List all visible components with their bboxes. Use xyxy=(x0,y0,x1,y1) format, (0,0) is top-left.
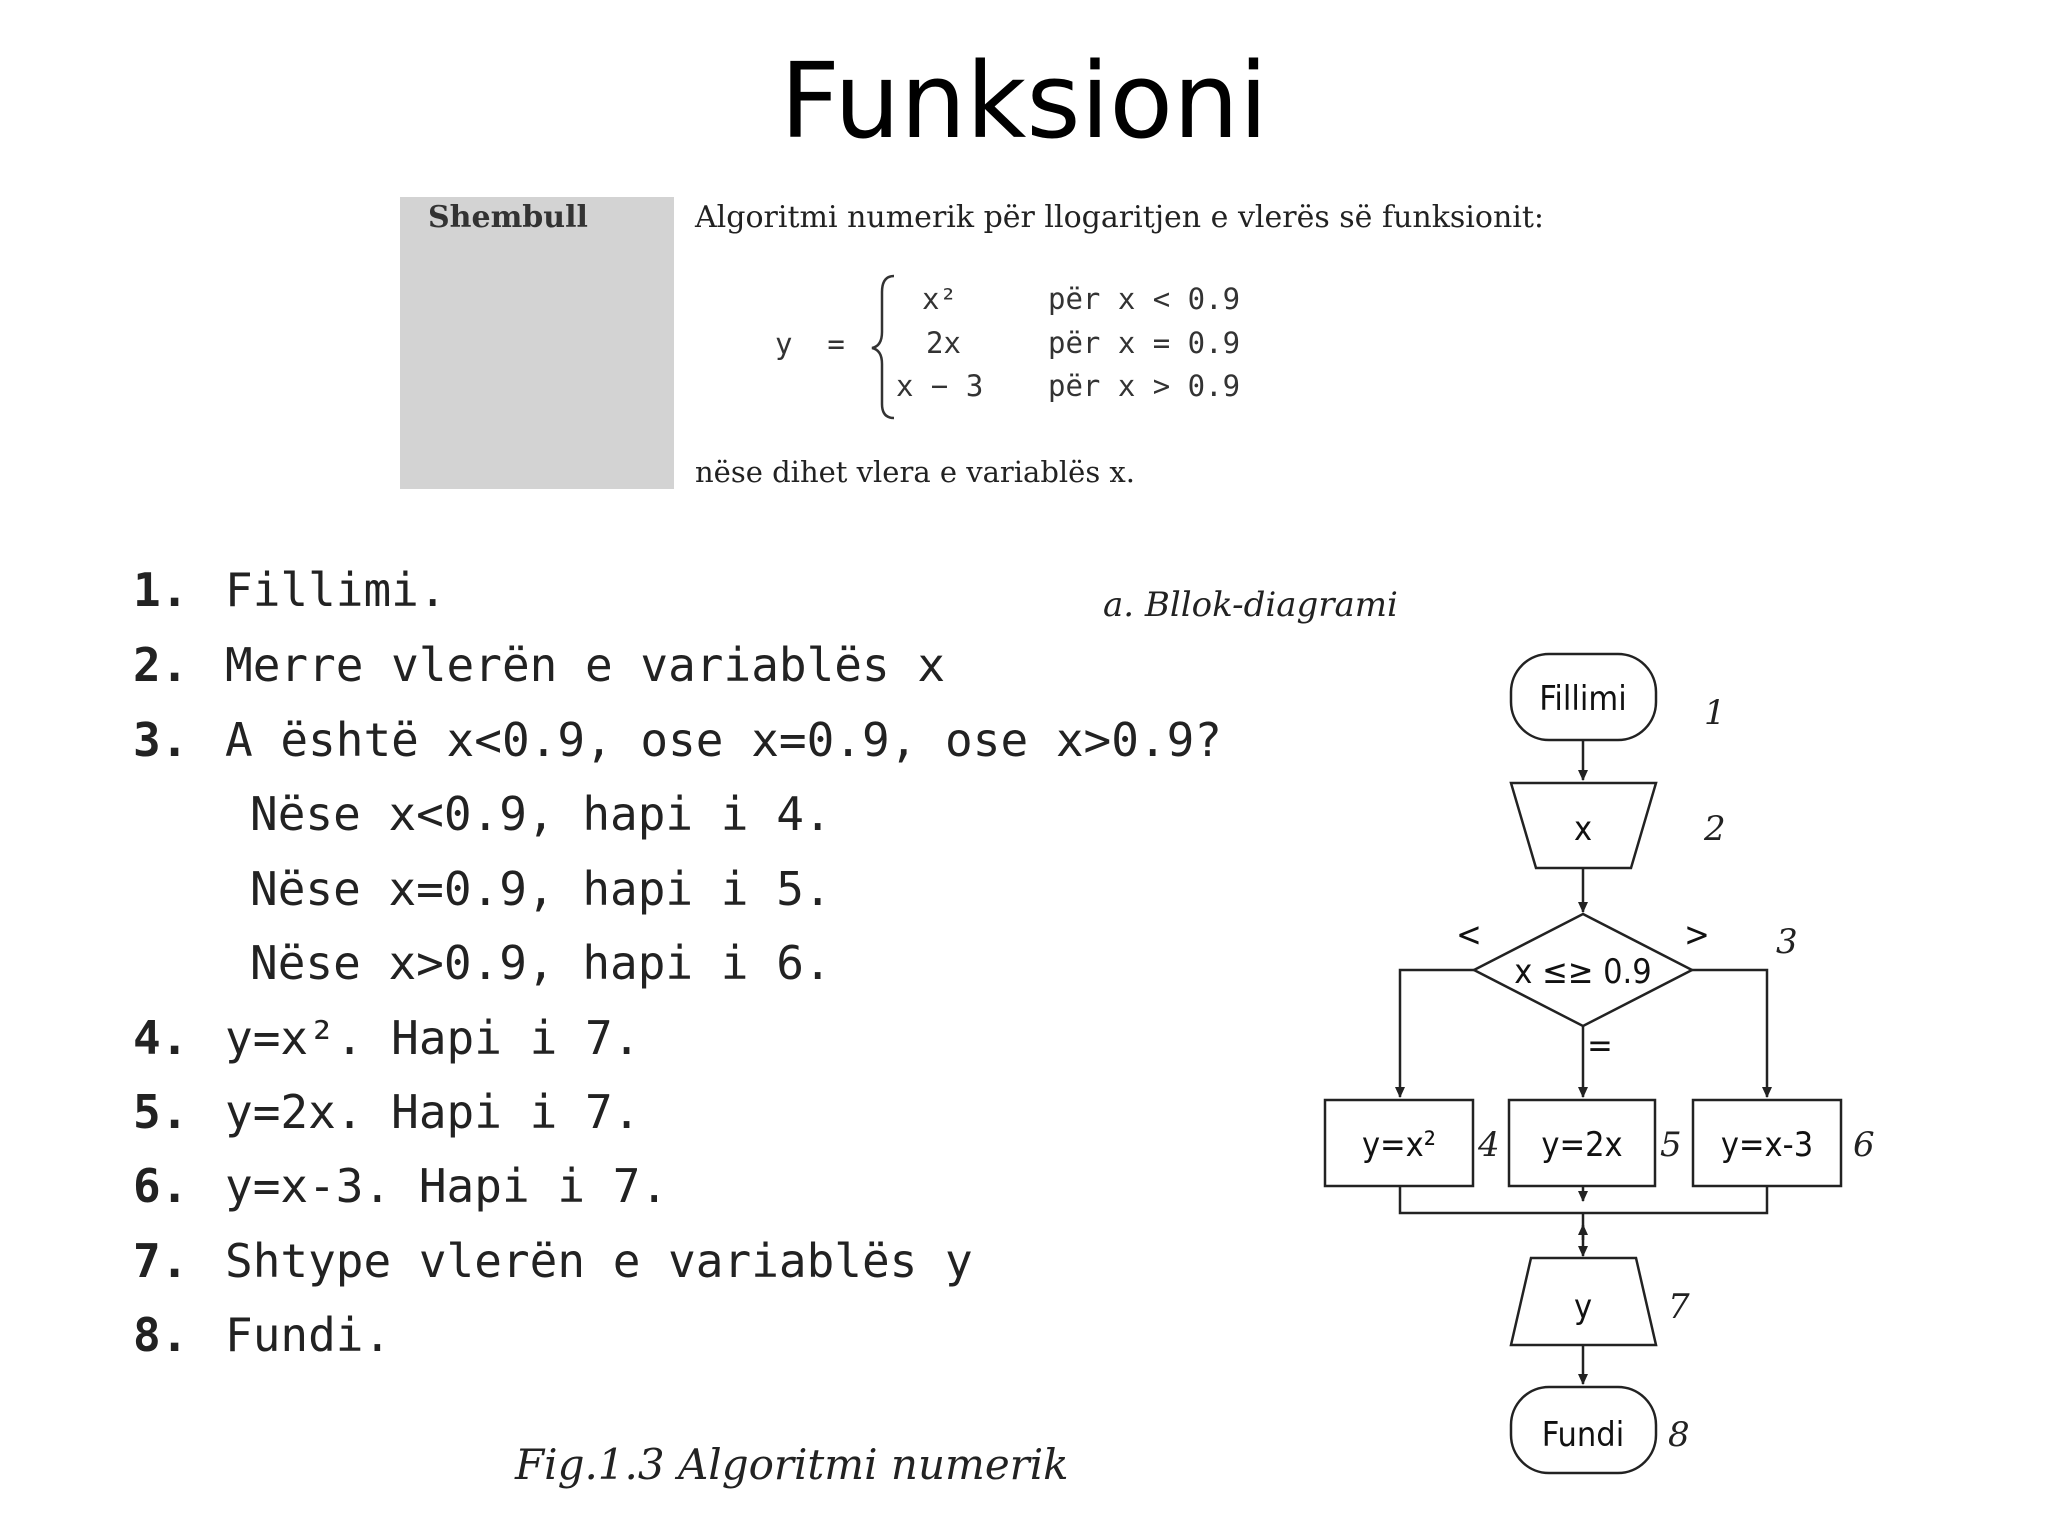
step-number-label: 2 xyxy=(1703,809,1726,849)
formula-case-1-cond: për x < 0.9 xyxy=(1048,282,1241,316)
branch-equal-label: = xyxy=(1587,1026,1613,1066)
formula-case-1-expr: x² xyxy=(922,282,957,316)
step-number-label: 3 xyxy=(1776,922,1798,962)
step-number: 7. xyxy=(133,1234,189,1288)
branch-less-arrow xyxy=(1395,968,1474,1098)
example-intro: Algoritmi numerik për llogaritjen e vler… xyxy=(695,200,1545,235)
process-box-left xyxy=(1323,1098,1475,1188)
box-mid-label: y=2x xyxy=(1541,1125,1622,1165)
example-label: Shembull xyxy=(428,200,588,235)
step-number: 4. xyxy=(133,1011,189,1065)
diagram-title: a. Bllok-diagrami xyxy=(1103,585,1398,625)
step-number-label: 4 xyxy=(1477,1125,1500,1165)
step-text: Nëse x<0.9, hapi i 4. xyxy=(250,787,832,841)
step-text: Nëse x=0.9, hapi i 5. xyxy=(250,862,832,916)
branch-greater-arrow xyxy=(1692,968,1772,1098)
step-text: y=x². Hapi i 7. xyxy=(225,1011,641,1065)
box-left-label: y=x² xyxy=(1362,1125,1436,1165)
step-text: y=x-3. Hapi i 7. xyxy=(225,1159,669,1213)
step-number-label: 1 xyxy=(1704,693,1726,733)
branch-greater-label: > xyxy=(1684,915,1710,955)
step-number-label: 6 xyxy=(1853,1125,1875,1165)
step-number: 5. xyxy=(133,1085,189,1139)
step-number-label: 8 xyxy=(1668,1415,1690,1455)
formula-case-3-cond: për x > 0.9 xyxy=(1048,369,1241,403)
page-title: Funksioni xyxy=(780,40,1268,162)
step-text: y=2x. Hapi i 7. xyxy=(225,1085,641,1139)
step-number: 6. xyxy=(133,1159,189,1213)
output-block xyxy=(1509,1256,1658,1347)
output-label: y xyxy=(1574,1287,1592,1327)
example-label-box xyxy=(400,197,674,489)
step-text: Merre vlerën e variablës x xyxy=(225,638,946,692)
step-number: 2. xyxy=(133,638,189,692)
example-note: nëse dihet vlera e variablës x. xyxy=(695,455,1135,489)
step-text: Shtype vlerën e variablës y xyxy=(225,1234,973,1288)
formula-lhs: y = xyxy=(775,327,845,361)
input-block xyxy=(1509,781,1658,870)
step-number-label: 5 xyxy=(1660,1125,1682,1165)
step-number: 8. xyxy=(133,1308,189,1362)
step-text: A është x<0.9, ose x=0.9, ose x>0.9? xyxy=(225,713,1222,767)
formula-case-3-expr: x − 3 xyxy=(896,369,984,403)
formula-brace xyxy=(871,274,895,420)
decision-label: x ≤≥ 0.9 xyxy=(1514,952,1651,992)
input-label: x xyxy=(1574,809,1592,849)
formula-case-2-expr: 2x xyxy=(926,326,961,360)
figure-caption: Fig.1.3 Algoritmi numerik xyxy=(515,1440,1069,1489)
step-number-label: 7 xyxy=(1668,1287,1690,1327)
end-terminal xyxy=(1509,1385,1658,1475)
step-number: 3. xyxy=(133,713,189,767)
step-text: Nëse x>0.9, hapi i 6. xyxy=(250,936,832,990)
formula-case-2-cond: për x = 0.9 xyxy=(1048,326,1241,360)
process-box-right xyxy=(1691,1098,1843,1188)
branch-less-label: < xyxy=(1456,915,1482,955)
process-box-mid xyxy=(1507,1098,1657,1188)
step-text: Fillimi. xyxy=(225,563,447,617)
end-label: Fundi xyxy=(1542,1415,1624,1455)
step-text: Fundi. xyxy=(225,1308,392,1362)
start-label: Fillimi xyxy=(1539,679,1626,719)
step-number: 1. xyxy=(133,563,189,617)
box-right-label: y=x-3 xyxy=(1721,1125,1813,1165)
